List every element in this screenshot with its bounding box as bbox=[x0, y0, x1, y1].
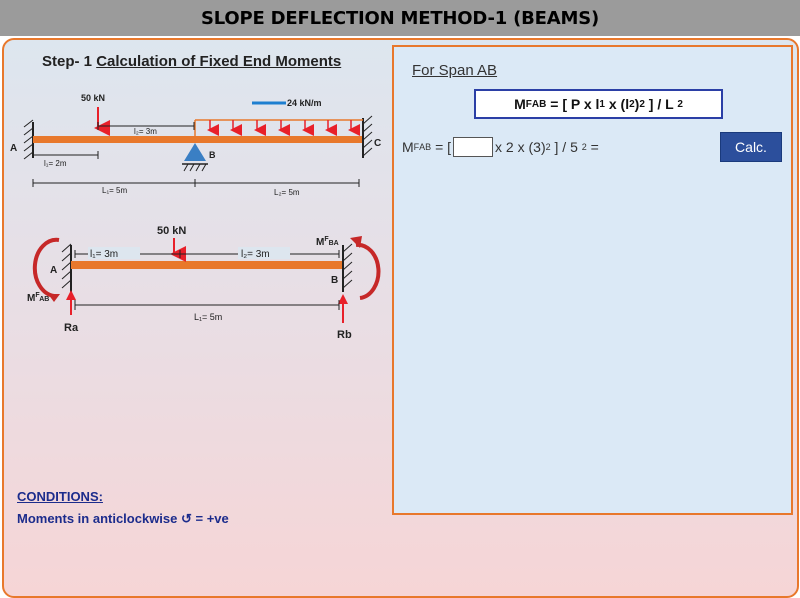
dim-l1-label: l₁= 2m bbox=[44, 159, 67, 168]
udl-group bbox=[194, 119, 363, 136]
label-a2: A bbox=[50, 265, 57, 276]
main-frame: Step- 1 Calculation of Fixed End Moments… bbox=[2, 38, 799, 598]
reaction-rb-label: Rb bbox=[337, 329, 352, 341]
moment-arc-ab bbox=[32, 237, 60, 298]
fixed-support-b2 bbox=[342, 243, 353, 292]
beam-abc bbox=[33, 136, 363, 143]
moment-ba-label: MFBA bbox=[316, 236, 339, 248]
step-title: Calculation of Fixed End Moments bbox=[96, 53, 342, 70]
point-load-label-2: 50 kN bbox=[157, 225, 186, 237]
dim-L1-label: L₁= 5m bbox=[102, 186, 127, 195]
label-c: C bbox=[374, 138, 381, 149]
label-b2: B bbox=[331, 275, 338, 286]
dim-l2-label-2: l₂= 3m bbox=[241, 249, 270, 260]
span-title: For Span AB bbox=[412, 62, 498, 79]
window-title: SLOPE DEFLECTION METHOD-1 (BEAMS) bbox=[0, 0, 800, 36]
conditions-heading: CONDITIONS: bbox=[17, 489, 103, 504]
p-value-input[interactable] bbox=[453, 137, 494, 157]
beam-ab bbox=[71, 261, 343, 269]
fixed-support-a2 bbox=[61, 243, 72, 292]
pin-support-b bbox=[184, 143, 206, 161]
conditions: CONDITIONS: Moments in anticlockwise ↺ =… bbox=[17, 489, 229, 527]
dim-L2-label: L₂= 5m bbox=[274, 188, 300, 197]
label-a: A bbox=[10, 143, 17, 154]
step-heading: Step- 1 Calculation of Fixed End Moments bbox=[42, 53, 341, 70]
fixed-support-a bbox=[23, 119, 34, 160]
dim-L1-label-2: L₁= 5m bbox=[194, 312, 222, 322]
step-prefix: Step- 1 bbox=[42, 53, 93, 70]
udl-label: 24 kN/m bbox=[287, 98, 322, 108]
moment-arc-ba bbox=[355, 242, 381, 300]
calc-button[interactable]: Calc. bbox=[720, 132, 782, 162]
dim-l1-label-2: l₁= 3m bbox=[90, 249, 118, 260]
beam-diagrams: A C 50 kN 24 kN/m bbox=[10, 93, 381, 341]
conditions-rule: Moments in anticlockwise ↺ = +ve bbox=[17, 511, 229, 526]
moment-ab-label: MFAB bbox=[27, 292, 49, 304]
dim-l2-label: l₂= 3m bbox=[134, 127, 157, 136]
reaction-ra-label: Ra bbox=[64, 322, 79, 334]
point-load-label: 50 kN bbox=[81, 93, 105, 103]
fixed-support-c bbox=[362, 115, 373, 158]
label-b: B bbox=[209, 150, 216, 160]
